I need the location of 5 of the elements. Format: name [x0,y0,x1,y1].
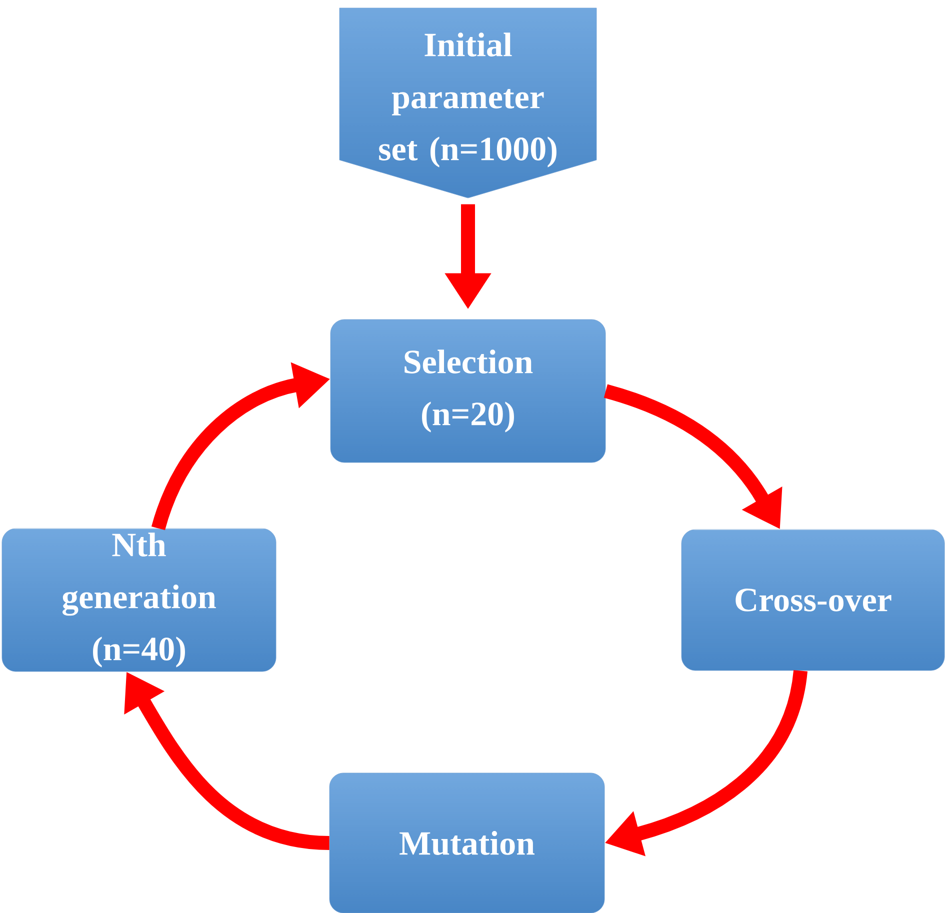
process-box: Nth generation (n=40) [2,528,276,672]
process-box: Selection (n=20) [330,319,606,463]
pentagon-box: Initial parameter set (n=1000) [339,8,597,198]
process-box: Mutation [329,772,605,913]
process-box: Cross-over [681,529,945,671]
